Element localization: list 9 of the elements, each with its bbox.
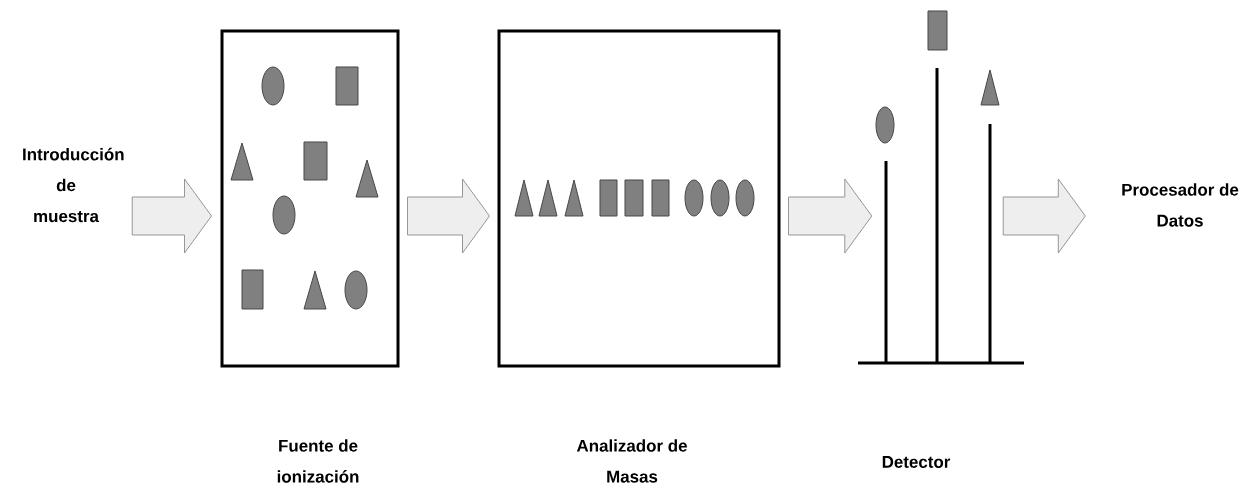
block-arrow xyxy=(407,178,490,254)
block-arrow xyxy=(1002,178,1086,254)
text-label: Introducción de muestra xyxy=(23,147,124,223)
node-label: Detector xyxy=(882,456,951,468)
block-arrow xyxy=(131,178,212,254)
node-label: Fuente de ionización xyxy=(277,439,359,483)
text-label: Procesador de Datos xyxy=(1122,183,1239,227)
node-label: Analizador de Masas xyxy=(576,439,687,483)
block-arrow xyxy=(788,178,873,254)
